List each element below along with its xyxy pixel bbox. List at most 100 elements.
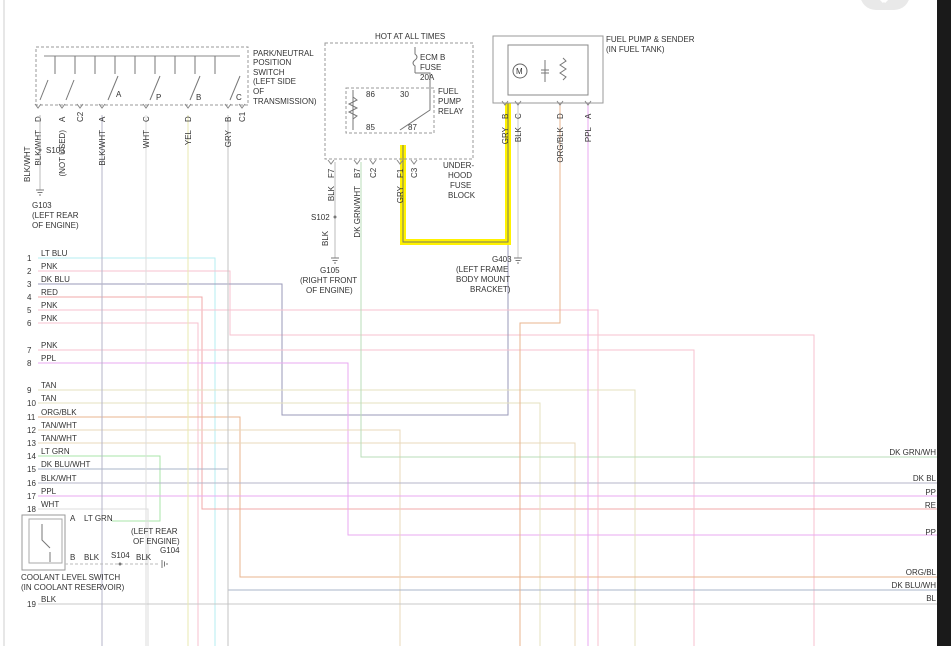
ground-g103-icon [36, 189, 44, 196]
pin-arrow [142, 103, 150, 109]
wire-dk-blu [38, 103, 509, 416]
coolant-b-wire-1: BLK [84, 553, 100, 562]
harness-pin-number: 17 [27, 492, 36, 501]
relay-label-2: PUMP [438, 97, 461, 106]
motor-symbol: M [516, 67, 523, 76]
wire-lt-blu [38, 257, 216, 646]
harness-pin-number: 10 [27, 399, 36, 408]
underhood-label-3: FUSE [450, 181, 471, 190]
coolant-switch-box [21, 514, 66, 571]
pin-arrow [327, 159, 335, 165]
pin-arrow [556, 100, 564, 106]
pin-wire-color: BLK [327, 185, 336, 201]
harness-wire-color: PPL [41, 354, 57, 363]
hot-at-all-times: HOT AT ALL TIMES [375, 32, 445, 41]
pnp-position-a: A [116, 90, 122, 99]
pin-arrow [584, 100, 592, 106]
motor-icon [512, 63, 528, 79]
s102-wire-color: BLK [321, 230, 330, 246]
wire-wht [38, 508, 149, 646]
harness-wire-color: PNK [41, 301, 58, 310]
fuel-pump-label-2: (IN FUEL TANK) [606, 45, 665, 54]
wire-pnk-2 [38, 270, 815, 646]
harness-pin-number: 6 [27, 319, 32, 328]
pnp-label-3: SWITCH [253, 68, 285, 77]
harness-wire-color: WHT [41, 500, 59, 509]
g105-label-3: OF ENGINE) [306, 286, 353, 295]
coolant-label-2: (IN COOLANT RESERVOIR) [21, 583, 125, 592]
harness-wire-color: DK BLU/WHT [41, 460, 90, 469]
ground-g105-area: S102 BLK G105 (RIGHT FRONT OF ENGINE) [300, 162, 357, 295]
g104-label-1: G104 [160, 546, 180, 555]
wire-pnk-7 [38, 349, 695, 646]
pnp-label-5: OF [253, 87, 264, 96]
relay-term-86: 86 [366, 90, 375, 99]
wire-pnk-5 [38, 309, 599, 646]
harness-wire-color: ORG/BLK [41, 408, 77, 417]
harness-pin-number: 18 [27, 505, 36, 514]
pin-cavity: C [142, 116, 151, 122]
fuel-pump-box [492, 35, 604, 104]
g403-label-1: G403 [492, 255, 512, 264]
g403-label-4: BRACKET) [470, 285, 511, 294]
fuse-label-2: FUSE [420, 63, 441, 72]
splice-s103-dot [38, 148, 42, 152]
wire-org-blk-pump [519, 103, 561, 646]
pnp-position-b: B [196, 93, 201, 102]
splice-s104: S104 [111, 551, 130, 560]
pin-wire-color: (NOT USED) [58, 130, 67, 177]
pin-cavity: A [58, 116, 67, 122]
pin-arrow [396, 159, 404, 165]
pin-arrow [410, 159, 418, 165]
harness-pin-number: 12 [27, 426, 36, 435]
pin-cavity: F1 [396, 168, 405, 178]
pin-arrow [58, 103, 66, 109]
pin-wire-color: YEL [184, 129, 193, 145]
harness-wire-color: PNK [41, 262, 58, 271]
pin-cavity: C2 [369, 167, 378, 178]
pin-cavity: A [98, 116, 107, 122]
wire-org-blk [38, 416, 938, 578]
wire-tan-9 [38, 389, 636, 646]
relay-term-85: 85 [366, 123, 375, 132]
harness-pin-number: 1 [27, 254, 32, 263]
harness-pin-number: 19 [27, 600, 36, 609]
pin-cavity: B [224, 117, 233, 122]
harness-pin-number: 3 [27, 280, 32, 289]
pin-cavity: B [501, 114, 510, 119]
harness-pin-number: 16 [27, 479, 36, 488]
close-button[interactable] [860, 0, 910, 10]
harness-wire-color: BLK/WHT [41, 474, 77, 483]
coolant-label-1: COOLANT LEVEL SWITCH [21, 573, 120, 582]
coolant-level-switch: A LT GRN B BLK S104 BLK G104 (LEFT REAR … [21, 514, 180, 592]
underhood-fuse-block: HOT AT ALL TIMES ECM B FUSE 20A 86 30 85… [324, 32, 476, 200]
harness-wire-color: PNK [41, 341, 58, 350]
ground-g103-area: S103 BLK/WHT G103 (LEFT REAR OF ENGINE) [23, 115, 79, 230]
g105-label-1: G105 [320, 266, 340, 275]
g403-label-2: (LEFT FRAME [456, 265, 508, 274]
pnp-label-4: (LEFT SIDE [253, 77, 296, 86]
harness-wire-color: TAN [41, 394, 57, 403]
pin-cavity: F7 [327, 168, 336, 178]
pin-arrow [369, 159, 377, 165]
harness-wire-color: TAN [41, 381, 57, 390]
right-edge-wire-label: BL [926, 594, 936, 603]
harness-pin-number: 8 [27, 359, 32, 368]
pin-cavity: C2 [76, 111, 85, 122]
g103-label-3: OF ENGINE) [32, 221, 79, 230]
pin-wire-color: GRY [501, 126, 510, 144]
g103-label-2: (LEFT REAR [32, 211, 79, 220]
harness-wire-color: RED [41, 288, 58, 297]
harness-pin-number: 2 [27, 267, 32, 276]
wire-tan-wht-12 [38, 429, 401, 646]
harness-wire-color: TAN/WHT [41, 421, 77, 430]
close-icon [879, 0, 889, 4]
pin-wire-color: DK GRN/WHT [353, 186, 362, 238]
pin-arrow [501, 100, 509, 106]
pnp-switch-box [35, 46, 249, 106]
g403-label-3: BODY MOUNT [456, 275, 510, 284]
wire-lt-grn [38, 455, 161, 522]
